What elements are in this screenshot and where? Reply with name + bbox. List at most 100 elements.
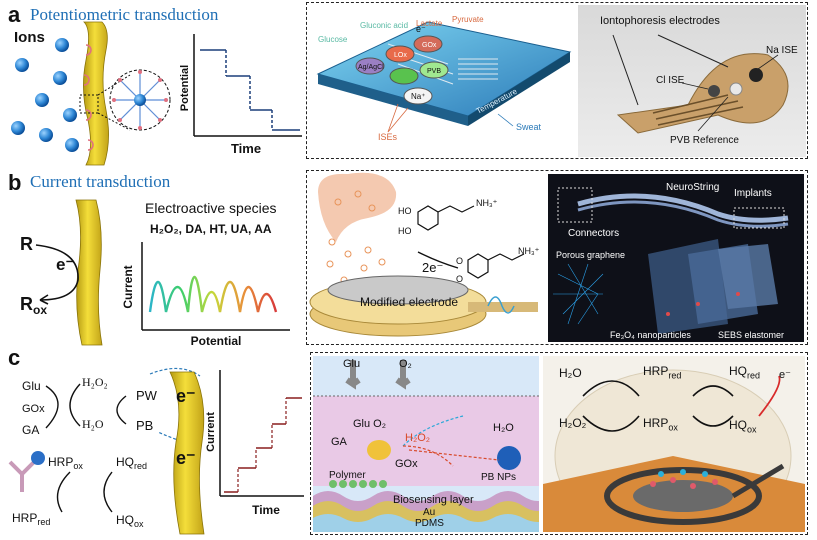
ag-agcl-label: Ag/AgCl xyxy=(358,64,384,71)
right-hq-ox-label: HQox xyxy=(729,418,757,435)
electron-c-bottom-label: e⁻ xyxy=(176,448,196,468)
fe3o4-label: Fe₃O₄ nanoparticles xyxy=(610,330,691,340)
panel-b-letter: b xyxy=(8,170,22,195)
nh3-top-label: NH₃⁺ xyxy=(476,198,498,208)
electrode-bar-a xyxy=(83,21,109,166)
pvb-label: PVB xyxy=(427,68,441,75)
layer-au-label: Au xyxy=(423,507,436,518)
panel-b-title: Current transduction xyxy=(30,172,171,191)
lactate-label: Lactate xyxy=(416,19,443,28)
gluconic-acid-label: Gluconic acid xyxy=(360,21,408,30)
panel-c-current-chart: Current Time xyxy=(206,370,304,517)
lox-label: LOx xyxy=(394,52,407,59)
electron-label: e⁻ xyxy=(416,24,426,34)
ionophore-zoom-icon xyxy=(109,69,171,131)
panel-b-ylabel: Current xyxy=(121,265,135,308)
panel-c-xlabel: Time xyxy=(252,503,280,517)
layer-pdms-label: PDMS xyxy=(415,518,444,529)
panel-a-title: Potentiometric transduction xyxy=(30,5,219,24)
panel-a-potential-chart: Potential Time xyxy=(179,34,302,156)
dopamine-structure-icon xyxy=(417,205,475,231)
gox-label: GOx xyxy=(422,42,437,49)
pvb-reference-label: PVB Reference xyxy=(670,135,739,146)
na-label: Na⁺ xyxy=(411,92,425,101)
pw-label: PW xyxy=(136,388,158,403)
panel-b-current-chart: Current Potential xyxy=(121,242,290,348)
layer-o2-label: O₂ xyxy=(399,358,412,370)
panel-c-figure-box xyxy=(310,352,808,535)
sweat-sensor-patch-illustration: Glucose Gluconic acid Lactate Pyruvate e… xyxy=(316,15,572,142)
right-hrp-ox-label: HRPox xyxy=(643,416,678,433)
electron-b-label: e⁻ xyxy=(56,255,74,274)
layer-glu-o2-label: Glu O₂ xyxy=(353,418,386,430)
na-ise-label: Na ISE xyxy=(766,45,798,56)
ho-bottom-label: HO xyxy=(398,226,412,236)
ion-spheres xyxy=(11,38,79,152)
nh3-bottom-label: NH₃⁺ xyxy=(518,246,540,256)
o-top-label: O xyxy=(456,256,463,266)
species-title: Electroactive species xyxy=(145,200,277,216)
modified-electrode-label: Modified electrode xyxy=(360,295,458,309)
iontophoresis-label: Iontophoresis electrodes xyxy=(600,15,720,27)
layer-glu-label: Glu xyxy=(343,358,361,370)
panel-b-figure-box xyxy=(306,170,808,345)
antibody-icon xyxy=(8,451,45,492)
sebs-label: SEBS elastomer xyxy=(718,330,785,340)
modified-electrode-illustration: Modified electrode 2e⁻ HO HO NH₃⁺ O O NH… xyxy=(309,172,540,337)
layer-ga-label: GA xyxy=(331,436,347,448)
panel-c-letter: c xyxy=(8,345,21,370)
h2o2-c-label: H₂O₂ xyxy=(82,375,108,389)
connectors-label: Connectors xyxy=(568,228,620,239)
right-hrp-red-label: HRPred xyxy=(643,364,682,381)
glucose-label: Glucose xyxy=(318,35,348,44)
ions-label: Ions xyxy=(14,29,45,46)
h2o-c-label: H₂O xyxy=(82,417,104,431)
panel-a-ylabel: Potential xyxy=(179,65,191,111)
panel-a-figure-box xyxy=(306,2,808,159)
sweat-label: Sweat xyxy=(516,122,542,132)
electrode-bar-c xyxy=(169,371,205,535)
cl-ise-label: Cl ISE xyxy=(656,75,685,86)
pb-label: PB xyxy=(136,418,153,433)
o-bottom-label: O xyxy=(456,274,463,284)
right-electron-label: e⁻ xyxy=(779,369,791,381)
panel-b-xlabel: Potential xyxy=(191,334,242,348)
biosensing-layer-illustration: Glu O₂ Glu O₂ GA H₂O₂ GOx H₂O PB NPs Pol… xyxy=(313,356,539,532)
layer-gox-label: GOx xyxy=(395,458,418,470)
hq-red-label: HQred xyxy=(116,455,147,471)
panel-c-ylabel: Current xyxy=(206,412,217,452)
layer-pb-nps-label: PB NPs xyxy=(481,472,517,483)
hrp-ox-label: HRPox xyxy=(48,455,83,471)
hrp-electrode-illustration: H₂O HRPred HQred H₂O₂ HRPox HQox e⁻ xyxy=(543,356,805,532)
neurostring-label: NeuroString xyxy=(666,182,720,193)
panel-b-electrode-diagram: R e⁻ Rox xyxy=(20,199,103,346)
layer-biosensing-label: Biosensing layer xyxy=(393,494,474,506)
layer-h2o2-label: H₂O₂ xyxy=(405,432,431,444)
implants-label: Implants xyxy=(734,188,772,199)
ho-top-label: HO xyxy=(398,206,412,216)
two-electron-label: 2e⁻ xyxy=(422,260,443,275)
panel-a-ion-diagram: Ions xyxy=(11,21,171,166)
right-h2o-label: H₂O xyxy=(559,366,582,380)
quinone-structure-icon xyxy=(467,253,525,279)
right-hq-red-label: HQred xyxy=(729,364,761,381)
pyruvate-label: Pyruvate xyxy=(452,15,484,24)
gox-c-label: GOx xyxy=(22,403,45,415)
neurostring-implant-image: Connectors NeuroString Implants Porous g… xyxy=(548,174,804,342)
ga-label: GA xyxy=(22,423,39,437)
species-list: H₂O₂, DA, HT, UA, AA xyxy=(150,222,272,236)
hq-ox-label: HQox xyxy=(116,513,144,529)
panel-a-letter: a xyxy=(8,2,21,27)
panel-a-xlabel: Time xyxy=(231,141,261,156)
rox-label: Rox xyxy=(20,294,47,317)
iontophoresis-device-photo: Iontophoresis electrodes Na ISE Cl ISE P… xyxy=(578,5,806,157)
right-h2o2-label: H₂O₂ xyxy=(559,416,587,430)
glu-label: Glu xyxy=(22,379,41,393)
electron-c-top-label: e⁻ xyxy=(176,386,196,406)
panel-c-cascade-diagram: Glu GOx GA H₂O₂ H₂O PW PB HRPox HRPred H… xyxy=(8,367,205,535)
electrode-bar-b xyxy=(75,199,103,346)
layer-h2o-label: H₂O xyxy=(493,422,514,434)
r-label: R xyxy=(20,234,33,254)
porous-graphene-label: Porous graphene xyxy=(556,250,626,260)
layer-polymer-label: Polymer xyxy=(329,470,366,481)
